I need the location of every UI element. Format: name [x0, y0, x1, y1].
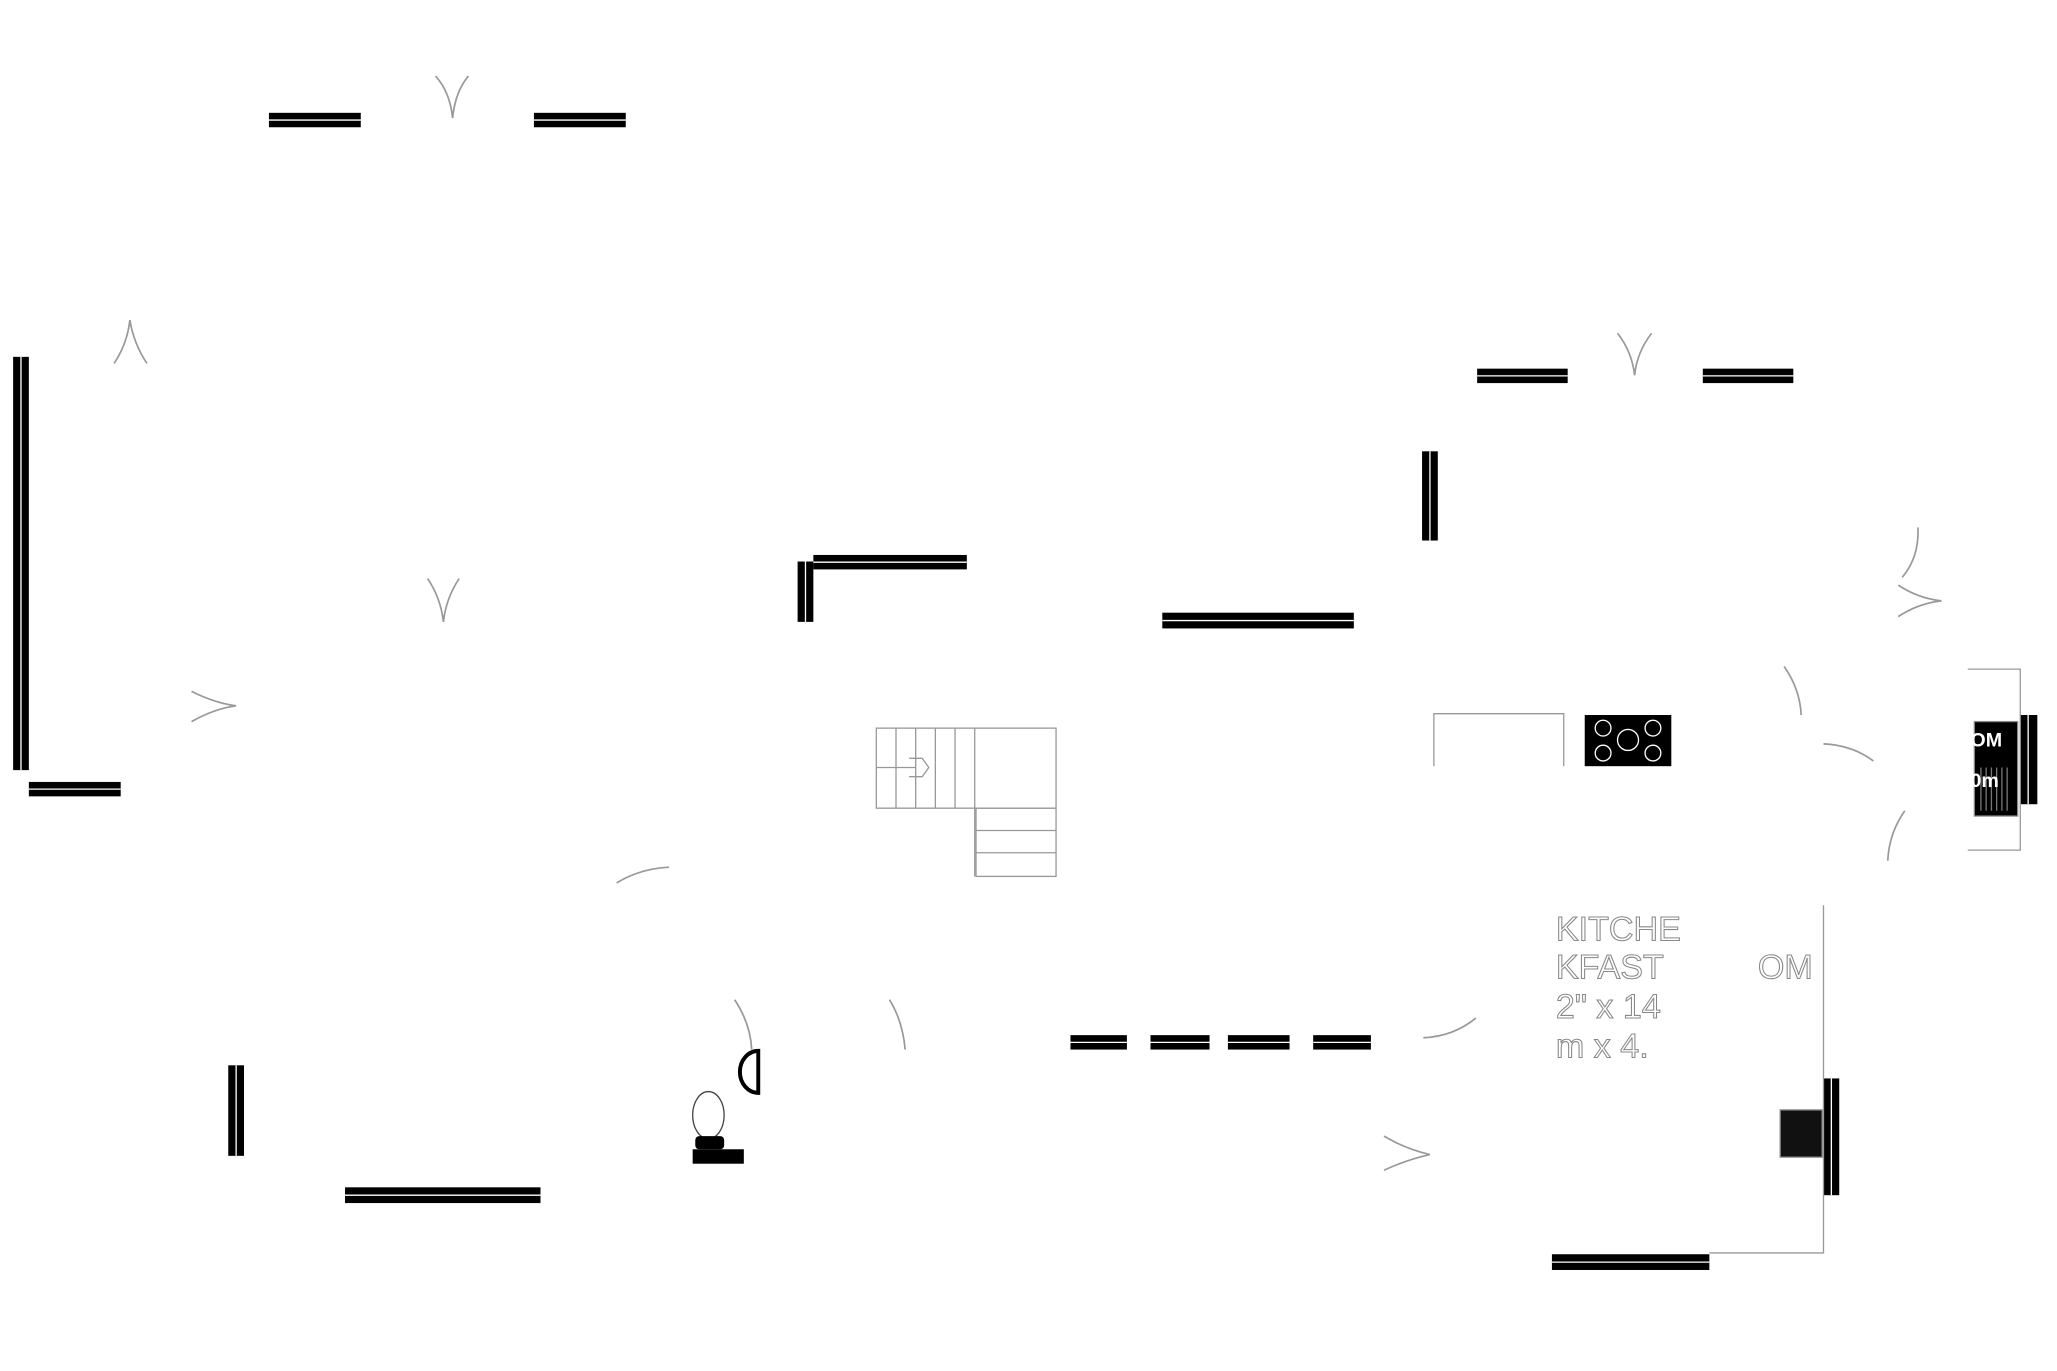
sink-icon	[1779, 1109, 1823, 1158]
toilet-icon	[692, 1090, 725, 1140]
utility-label: OM 0m	[1970, 730, 2007, 793]
kitchen-label: KITCHE KFAST OM 2" x 14 m x 4.	[1556, 911, 1822, 1066]
door-swings	[113, 75, 1942, 1172]
wall	[692, 1149, 744, 1164]
utility-room: OM 0m	[1967, 668, 2021, 851]
basin-icon	[737, 1048, 761, 1095]
walls	[13, 112, 2038, 1270]
staircase	[875, 727, 1057, 878]
kitchen: KITCHE KFAST OM 2" x 14 m x 4.	[1433, 713, 1825, 1254]
wc-fixtures	[692, 1048, 761, 1150]
hob-icon	[1584, 715, 1672, 767]
